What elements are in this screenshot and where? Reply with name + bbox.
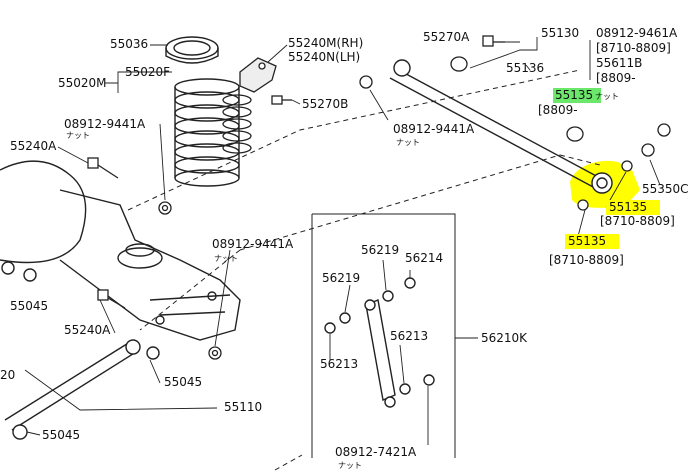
label-55036: 55036 — [110, 37, 149, 51]
note-nut-e: ナット — [338, 461, 362, 470]
label-55045-c: 55045 — [42, 428, 81, 442]
leader-lines — [24, 37, 661, 445]
coil-spring-55020f — [174, 78, 240, 187]
label-56219-b: 56219 — [322, 271, 361, 285]
label-55270a: 55270A — [423, 30, 470, 44]
label-56219-a: 56219 — [361, 243, 400, 257]
label-55020m: 55020M — [58, 76, 107, 90]
label-55135-a: 55135 — [555, 88, 594, 102]
bolt-55240a-lower — [97, 289, 126, 309]
label-55045-a: 55045 — [10, 299, 49, 313]
label-8809: [8809- — [596, 71, 636, 85]
shock-bracket-box — [311, 213, 478, 458]
label-55240n: 55240N(LH) — [288, 50, 361, 64]
bushings-upper — [359, 56, 671, 211]
label-55350c: 55350C — [642, 182, 689, 196]
label-8710-8809-a: [8710-8809] — [596, 41, 671, 55]
lower-arm-55110 — [4, 339, 160, 440]
bracket-55240m — [239, 57, 277, 93]
label-55270b: 55270B — [302, 97, 349, 111]
spring-seat-55036 — [165, 36, 219, 64]
label-56210k: 56210K — [481, 331, 528, 345]
nut-axle — [208, 346, 222, 360]
label-8710-8809-c: [8710-8809] — [549, 253, 624, 267]
label-8710-8809-b: [8710-8809] — [600, 214, 675, 228]
note-nut-a: ナット — [595, 92, 619, 101]
label-55045-b: 55045 — [164, 375, 203, 389]
label-56213-b: 56213 — [320, 357, 359, 371]
label-55135-b: 55135 — [609, 200, 648, 214]
shock-absorber-56210k — [324, 277, 435, 408]
label-8809b: [8809- — [538, 103, 578, 117]
upper-arm-55130 — [389, 59, 613, 194]
label-56213-a: 56213 — [390, 329, 429, 343]
label-08912-9441a-top: 08912-9441A — [393, 122, 475, 136]
label-08912-9441a-left: 08912-9441A — [64, 117, 146, 131]
bolt-55270a — [482, 35, 505, 47]
highlight-yellow-c — [565, 234, 619, 249]
highlight-green — [553, 88, 601, 103]
label-08912-9441a-mid: 08912-9441A — [212, 237, 294, 251]
label-55611b: 55611B — [596, 56, 643, 70]
note-nut-d: ナット — [214, 254, 238, 263]
label-55240a-lower: 55240A — [64, 323, 111, 337]
label-08912-9461a: 08912-9461A — [596, 26, 678, 40]
note-nut-b: ナット — [396, 138, 420, 147]
highlight-yellow-b — [606, 200, 660, 215]
nut-left — [158, 201, 172, 215]
label-20: 20 — [0, 368, 16, 382]
label-55240m: 55240M(RH) — [288, 36, 364, 50]
label-55020f: 55020F — [125, 65, 171, 79]
aux-spring — [222, 94, 252, 154]
bolt-55240a-upper — [87, 157, 119, 179]
note-nut-c: ナット — [66, 131, 90, 140]
label-55135-c: 55135 — [568, 234, 607, 248]
label-55130: 55130 — [541, 26, 580, 40]
label-55110: 55110 — [224, 400, 263, 414]
label-55240a-upper: 55240A — [10, 139, 57, 153]
label-56214: 56214 — [405, 251, 444, 265]
axle-housing — [0, 160, 241, 341]
label-55136: 55136 — [506, 61, 545, 75]
label-08912-7421a: 08912-7421A — [335, 445, 417, 459]
bolt-55270b — [271, 95, 292, 105]
